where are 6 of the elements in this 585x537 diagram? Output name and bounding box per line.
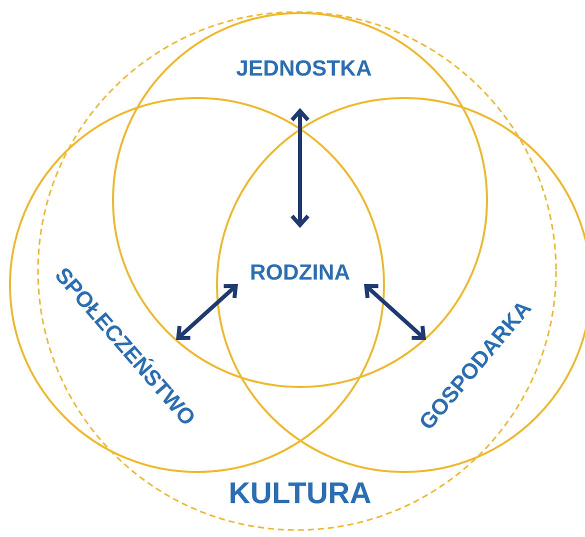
- double-arrow: [364, 284, 426, 340]
- double-arrow: [290, 108, 310, 228]
- circle-label: KULTURA: [230, 482, 371, 504]
- circle-label: RODZINA: [251, 264, 350, 280]
- double-arrow: [176, 284, 238, 340]
- circle-label: JEDNOSTKA: [236, 60, 372, 76]
